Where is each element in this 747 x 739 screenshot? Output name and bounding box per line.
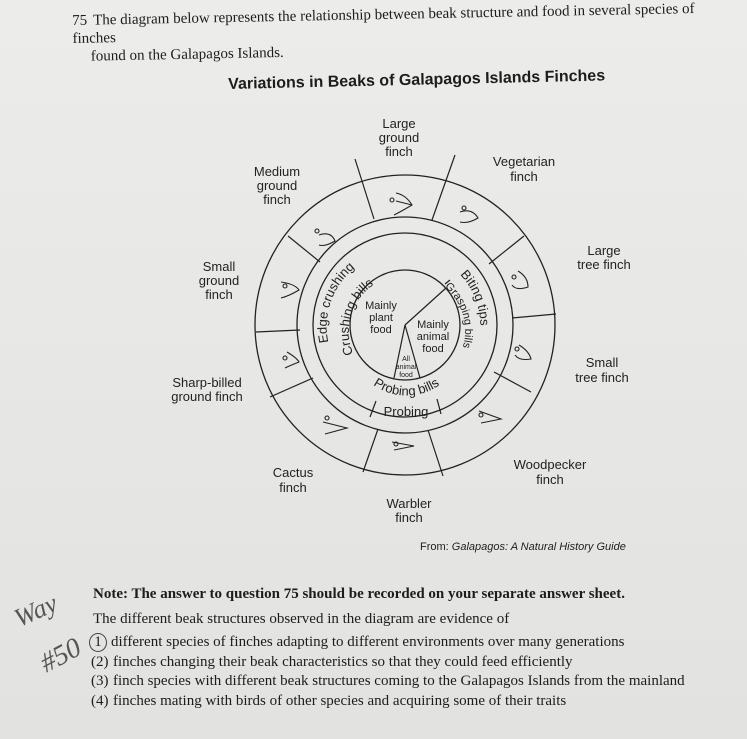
center-all-animal-2: animal xyxy=(396,364,417,371)
sector-dividers xyxy=(255,154,557,477)
label-woodpecker-1: Woodpecker xyxy=(514,457,587,472)
label-sharp-billed-2: ground finch xyxy=(171,389,243,404)
choice-1-number: 1 xyxy=(89,633,107,652)
label-large-tree-1: Large xyxy=(587,243,620,258)
label-small-ground-3: finch xyxy=(205,287,232,302)
label-large-ground-3: finch xyxy=(385,144,412,159)
center-plant-1: Mainly xyxy=(365,300,397,312)
choice-4[interactable]: (4)finches mating with birds of other sp… xyxy=(91,692,685,712)
label-large-ground-2: ground xyxy=(379,130,419,145)
label-medium-ground-1: Medium xyxy=(254,164,300,179)
beak-icon-vegetarian xyxy=(459,205,479,224)
source-prefix: From: xyxy=(420,541,452,553)
label-medium-ground-2: ground xyxy=(257,178,297,193)
choice-3-number: (3) xyxy=(91,673,109,689)
middle-circle xyxy=(312,232,498,418)
beak-icon-small-tree xyxy=(514,344,532,361)
choice-2[interactable]: (2)finches changing their beak character… xyxy=(91,653,685,673)
center-animal-2: animal xyxy=(417,331,449,343)
center-dividers xyxy=(393,287,447,379)
beak-icon-cactus xyxy=(322,415,350,435)
label-warbler-1: Warbler xyxy=(386,496,432,511)
beak-icon-large-tree xyxy=(511,270,529,290)
label-medium-ground-3: finch xyxy=(263,192,290,207)
label-large-ground-1: Large xyxy=(382,116,415,131)
ring-label-probing: Probing xyxy=(384,404,429,419)
label-vegetarian-2: finch xyxy=(510,169,537,184)
choice-1-text: different species of finches adapting to… xyxy=(111,634,625,650)
center-animal-3: food xyxy=(422,343,443,355)
source-title: Galapagos: A Natural History Guide xyxy=(451,541,626,553)
choice-3-text: finch species with different beak struct… xyxy=(113,673,685,689)
label-cactus-1: Cactus xyxy=(273,465,314,480)
label-small-ground-1: Small xyxy=(203,259,236,274)
choice-4-number: (4) xyxy=(91,692,109,709)
label-sharp-billed-1: Sharp-billed xyxy=(172,375,241,390)
beak-icon-woodpecker xyxy=(478,410,504,424)
label-cactus-2: finch xyxy=(279,480,306,495)
outer-labels: Large ground finch Vegetarian finch Larg… xyxy=(171,116,631,525)
center-circle xyxy=(349,269,461,381)
choice-3[interactable]: (3)finch species with different beak str… xyxy=(91,672,685,692)
label-small-tree-2: tree finch xyxy=(575,370,628,385)
beak-icon-warbler xyxy=(391,441,415,451)
label-woodpecker-2: finch xyxy=(536,472,563,487)
outer-circle xyxy=(254,174,556,476)
diagram-source: From: Galapagos: A Natural History Guide xyxy=(420,541,626,553)
beak-icon-small-ground xyxy=(280,281,300,299)
answer-note: Note: The answer to question 75 should b… xyxy=(93,586,625,602)
center-plant-2: plant xyxy=(369,312,393,324)
label-small-tree-1: Small xyxy=(586,355,619,370)
center-labels: Mainly plant food Mainly animal food All… xyxy=(365,300,449,379)
question-stem: The different beak structures observed i… xyxy=(93,611,510,627)
label-small-ground-2: ground xyxy=(199,273,239,288)
label-warbler-2: finch xyxy=(395,510,422,525)
center-all-animal-3: food xyxy=(399,372,413,379)
choice-2-number: (2) xyxy=(91,653,109,670)
choice-4-text: finches mating with birds of other speci… xyxy=(113,692,567,709)
center-all-animal-1: All xyxy=(402,356,410,363)
label-large-tree-2: tree finch xyxy=(577,257,630,272)
center-plant-3: food xyxy=(370,324,391,336)
beak-icon-medium-ground xyxy=(314,228,336,247)
choice-2-text: finches changing their beak characterist… xyxy=(113,653,573,670)
beak-ring-inner-circle xyxy=(296,216,514,434)
beak-icon-sharp-billed xyxy=(282,351,300,369)
beak-icon-large-ground xyxy=(389,192,413,216)
center-animal-1: Mainly xyxy=(417,319,449,331)
label-vegetarian-1: Vegetarian xyxy=(493,154,555,169)
